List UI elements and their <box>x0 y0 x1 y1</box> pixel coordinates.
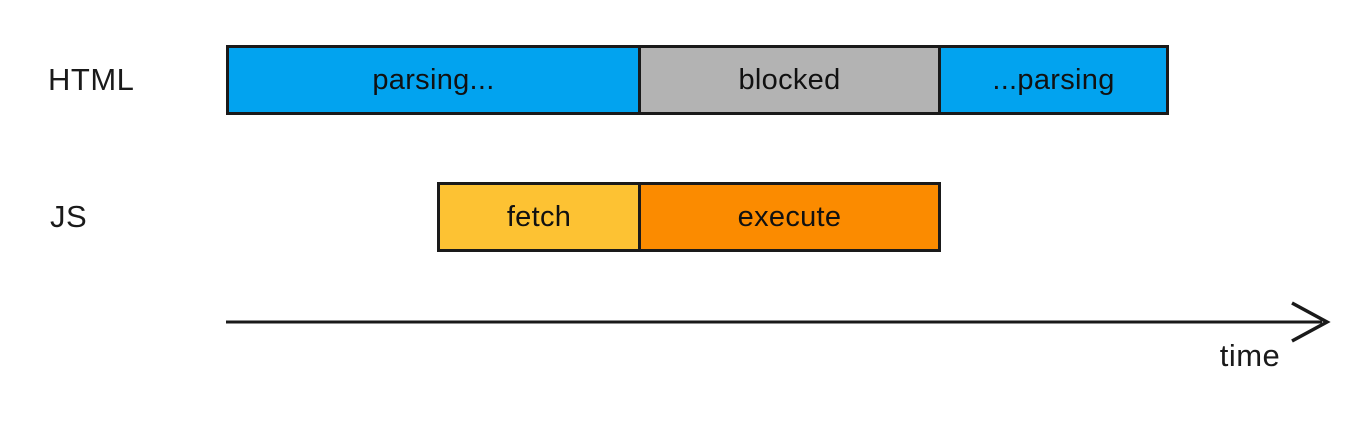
row-label-html-text: HTML <box>48 62 135 97</box>
row-label-js-text: JS <box>50 199 88 234</box>
segment-execute-label: execute <box>737 200 842 233</box>
segment-fetch-label: fetch <box>506 200 572 233</box>
segment-blocked-label: blocked <box>738 63 841 96</box>
segment-parsing-end: ...parsing <box>938 45 1169 115</box>
segment-parsing-end-label: ...parsing <box>992 63 1115 96</box>
segment-parsing-start: parsing... <box>226 45 641 115</box>
time-axis-label: time <box>1205 338 1295 374</box>
segment-blocked: blocked <box>638 45 941 115</box>
time-axis-label-text: time <box>1219 338 1281 373</box>
row-label-js: JS <box>50 182 87 252</box>
segment-fetch: fetch <box>437 182 641 252</box>
segment-parsing-start-label: parsing... <box>372 63 495 96</box>
row-label-html: HTML <box>48 45 134 115</box>
segment-execute: execute <box>638 182 941 252</box>
